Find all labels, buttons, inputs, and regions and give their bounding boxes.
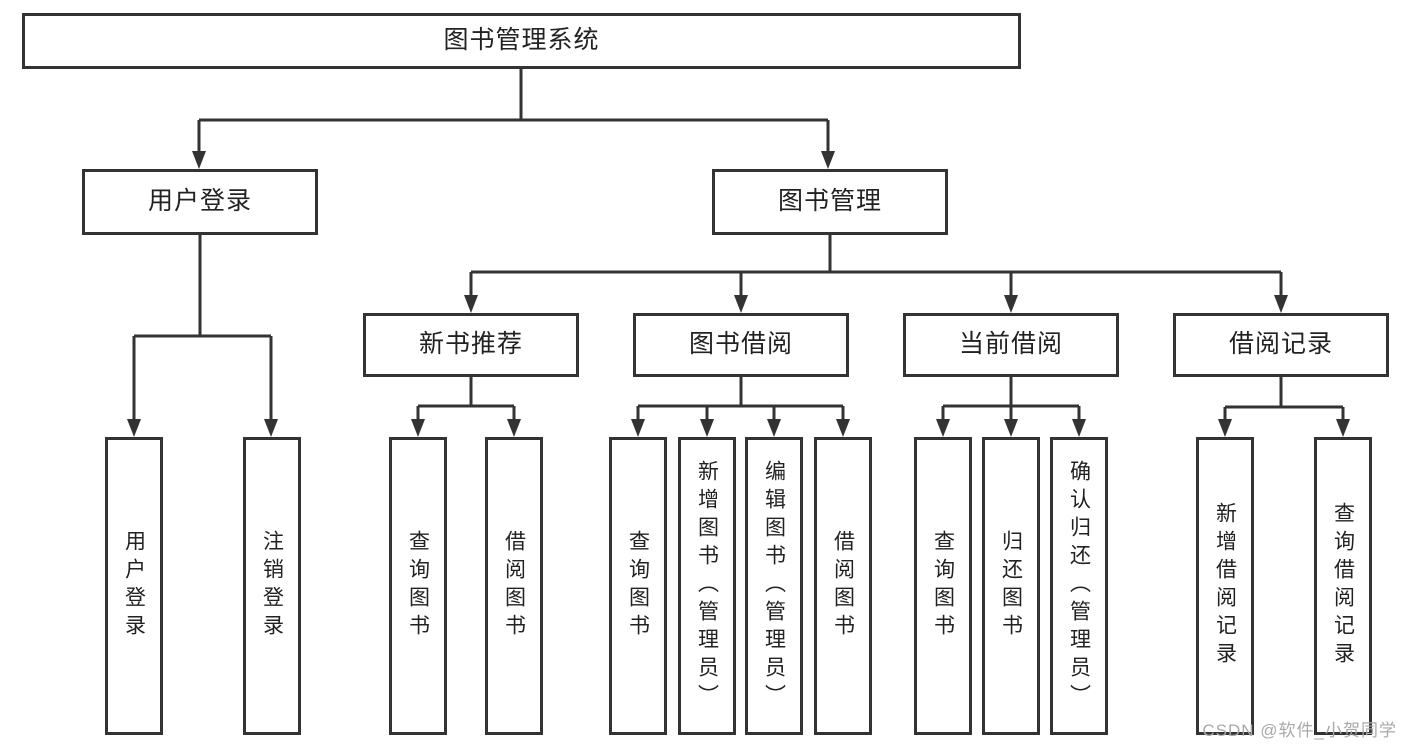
leaf-bb-edit-books-admin: 编辑图书（管理员） <box>745 437 803 735</box>
leaf-logout: 注销登录 <box>243 437 301 735</box>
leaf-br-add-record: 新增借阅记录 <box>1196 437 1254 735</box>
leaf-nbr-borrow-books: 借阅图书 <box>485 437 543 735</box>
leaf-bb-borrow-books: 借阅图书 <box>814 437 872 735</box>
leaf-user-login: 用户登录 <box>105 437 163 735</box>
csdn-watermark: CSDN @软件_小贺同学 <box>1202 721 1397 740</box>
leaf-bb-add-books-admin: 新增图书（管理员） <box>678 437 736 735</box>
node-book-management: 图书管理 <box>712 169 948 235</box>
leaf-cb-return-books: 归还图书 <box>982 437 1040 735</box>
leaf-nbr-query-books: 查询图书 <box>389 437 447 735</box>
node-root: 图书管理系统 <box>22 13 1021 69</box>
leaf-bb-query-books: 查询图书 <box>609 437 667 735</box>
node-borrow-records: 借阅记录 <box>1173 313 1389 377</box>
leaf-br-query-record: 查询借阅记录 <box>1314 437 1372 735</box>
leaf-cb-confirm-return-admin: 确认归还（管理员） <box>1050 437 1108 735</box>
node-new-book-recommend: 新书推荐 <box>363 313 579 377</box>
node-user-login: 用户登录 <box>82 169 318 235</box>
node-current-borrow: 当前借阅 <box>903 313 1119 377</box>
leaf-cb-query-books: 查询图书 <box>914 437 972 735</box>
node-book-borrow: 图书借阅 <box>633 313 849 377</box>
